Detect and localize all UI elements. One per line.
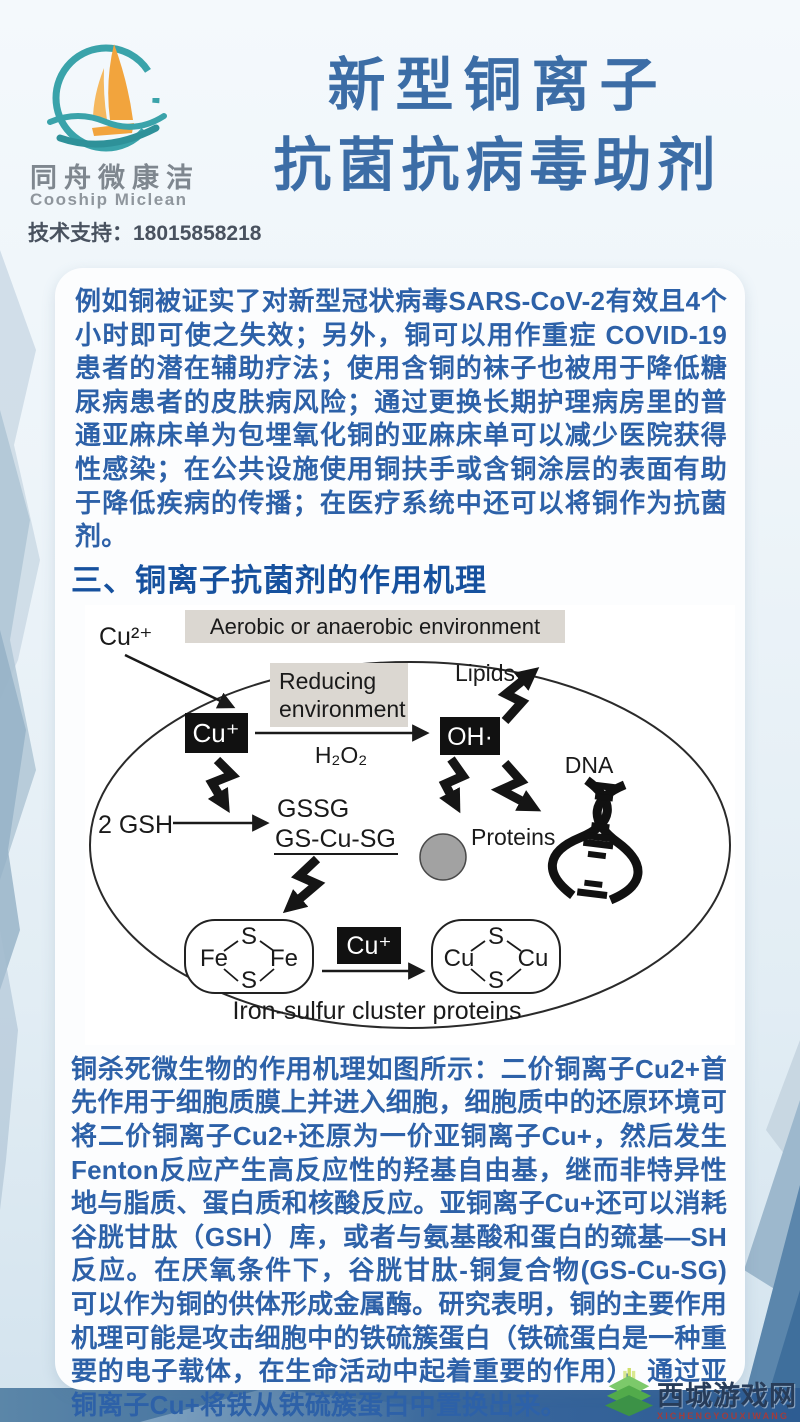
reducing-env-box (270, 662, 408, 727)
fes-s-bottom: S (241, 967, 257, 994)
brand-name-en: Cooship Miclean (30, 190, 188, 209)
proteins-label: Proteins (471, 824, 555, 850)
lipids-label: Lipids (455, 660, 515, 686)
fes-cluster-box (184, 918, 314, 994)
logo-circle (52, 44, 160, 152)
cu-plus-box (185, 712, 248, 753)
lightning-bolt-fes-icon (282, 855, 326, 913)
cu-plus-box-2 (337, 926, 401, 964)
logo-sail-large (108, 44, 133, 120)
dna-helix-icon (548, 776, 643, 904)
cu2-entry-arrow (124, 653, 236, 709)
corner-watermark-icon (604, 1368, 654, 1417)
title-line-2: 抗菌抗病毒助剂 (273, 133, 722, 198)
corner-watermark: 西城游戏网 XICHENGYOUXIWANG (603, 1367, 797, 1421)
corner-watermark-pinyin: XICHENGYOUXIWANG (657, 1411, 790, 1421)
logo-wave-bottom (56, 124, 160, 148)
cu-plus-label: Cu⁺ (193, 718, 240, 748)
gs-cu-sg-label: GS-Cu-SG (275, 825, 396, 853)
oh-radical-label: OH· (447, 723, 493, 751)
oh-radical-box (440, 716, 500, 755)
fes-s-top: S (241, 923, 257, 950)
bottom-band (0, 1388, 800, 1422)
cus-cu-left: Cu (444, 945, 475, 972)
h2o2-label: H₂O₂ (315, 742, 367, 768)
brand-name-cn: 同舟微康洁 (30, 163, 200, 193)
mechanism-diagram: Aerobic or anaerobic environment Cu²⁺ Re… (85, 604, 735, 1045)
intro-paragraph: 例如铜被证实了对新型冠状病毒SARS-CoV-2有效且4个小时即可使之失效；另外… (75, 286, 727, 552)
poster-title: 新型铜离子 抗菌抗病毒助剂 (225, 50, 770, 202)
cus-s-bottom: S (488, 967, 504, 994)
diagram-caption: Iron-sulfur cluster proteins (232, 997, 521, 1025)
gsh-label: 2 GSH (98, 811, 173, 839)
support-phone: 技术支持：18015858218 (28, 222, 262, 245)
content-card: 例如铜被证实了对新型冠状病毒SARS-CoV-2有效且4个小时即可使之失效；另外… (55, 268, 745, 1420)
fes-bonds (223, 940, 275, 982)
environment-label: Aerobic or anaerobic environment (210, 614, 540, 639)
fes-fe-right: Fe (270, 945, 298, 972)
mountains-right (738, 1040, 800, 1422)
logo-sail-small (93, 68, 107, 120)
cu2-ion-label: Cu²⁺ (99, 623, 152, 651)
cu-plus-label-2: Cu⁺ (346, 932, 391, 960)
reducing-env-line2: environment (279, 696, 406, 722)
cell-membrane-ellipse (89, 660, 731, 1029)
mechanism-paragraph: 铜杀死微生物的作用机理如图所示：二价铜离子Cu2+首先作用于细胞质膜上并进入细胞… (71, 1053, 727, 1420)
cus-cluster-box (431, 918, 561, 994)
dna-label: DNA (565, 752, 614, 778)
lightning-bolt-dna-icon (490, 759, 542, 812)
lightning-bolt-gsh-icon (205, 756, 241, 813)
protein-circle (419, 833, 467, 881)
title-line-1: 新型铜离子 (327, 53, 668, 118)
logo-wave-top (47, 113, 167, 130)
mist-mountains-left (0, 250, 40, 1210)
lightning-bolt-lipids-icon (497, 666, 540, 724)
brand-logo-sailboat-icon (47, 44, 167, 152)
fes-fe-left: Fe (200, 945, 228, 972)
cus-s-top: S (488, 923, 504, 950)
corner-watermark-name: 西城游戏网 (657, 1381, 797, 1411)
section-heading: 三、铜离子抗菌剂的作用机理 (71, 562, 487, 598)
gssg-label: GSSG (277, 795, 349, 823)
cus-cu-right: Cu (518, 945, 549, 972)
reducing-env-line1: Reducing (279, 668, 376, 694)
lightning-bolt-proteins-icon (438, 756, 470, 814)
cus-bonds (470, 940, 522, 982)
environment-label-box (185, 609, 565, 643)
